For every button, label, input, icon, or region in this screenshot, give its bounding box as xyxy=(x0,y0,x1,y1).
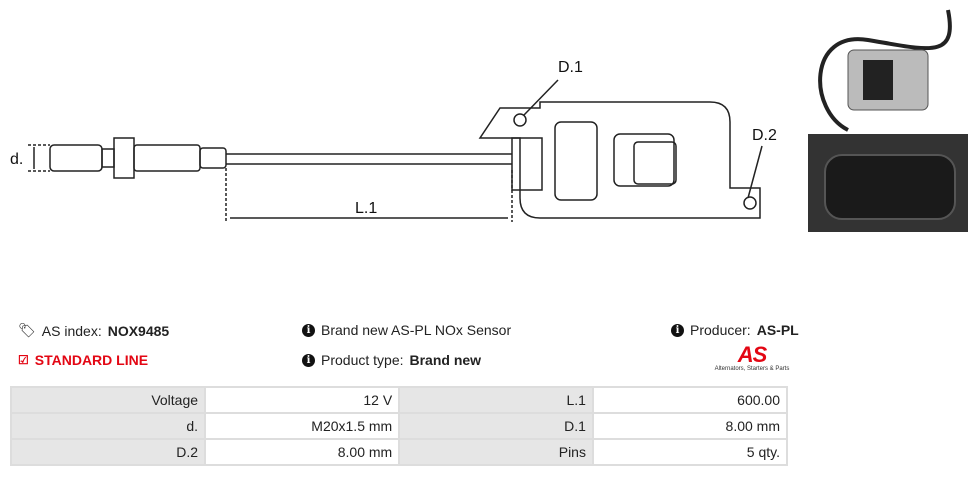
producer-value: AS-PL xyxy=(756,322,799,338)
logo-tagline: Alternators, Starters & Parts xyxy=(714,366,790,372)
spec-label: D.2 xyxy=(9,438,207,466)
spec-value: 5 qty. xyxy=(591,438,789,466)
sensor-diagram: d. L.1 D.1 D.2 xyxy=(10,59,777,222)
info-icon: i xyxy=(671,323,684,337)
product-type-value: Brand new xyxy=(409,352,482,368)
spec-value: 8.00 mm xyxy=(204,438,401,466)
info-icon: i xyxy=(302,353,315,367)
spec-label: d. xyxy=(9,412,207,440)
standard-line-badge: ☑ STANDARD LINE xyxy=(18,352,148,368)
checkbox-icon: ☑ xyxy=(18,353,29,367)
spec-value: 8.00 mm xyxy=(591,412,789,440)
spec-label: L.1 xyxy=(398,386,594,414)
as-index-value: NOX9485 xyxy=(107,322,170,339)
as-index: 🏷 AS index: NOX9485 xyxy=(18,322,169,339)
spec-label: Voltage xyxy=(9,386,207,414)
spec-value: M20x1.5 mm xyxy=(204,412,401,440)
info-icon: i xyxy=(302,323,315,337)
spec-value: 600.00 xyxy=(591,386,789,414)
description-text: Brand new AS-PL NOx Sensor xyxy=(321,322,512,338)
l1-label: L.1 xyxy=(355,200,377,217)
logo-mark: AS xyxy=(737,342,768,367)
product-type-label: Product type: xyxy=(321,352,404,368)
spec-value: 12 V xyxy=(204,386,401,414)
as-pl-logo: AS Alternators, Starters & Parts xyxy=(712,342,792,373)
spec-label: Pins xyxy=(398,438,594,466)
tag-icon: 🏷 xyxy=(18,322,36,338)
spec-label: D.1 xyxy=(398,412,594,440)
standard-line-label: STANDARD LINE xyxy=(34,352,149,368)
description: i Brand new AS-PL NOx Sensor xyxy=(302,322,511,338)
product-photo xyxy=(808,0,968,132)
connector-photo xyxy=(808,134,968,232)
producer-label: Producer: xyxy=(690,322,751,338)
product-type: i Product type: Brand new xyxy=(302,352,481,368)
d2-label: D.2 xyxy=(752,127,777,144)
d-label: d. xyxy=(10,151,23,168)
as-index-label: AS index: xyxy=(41,322,102,339)
d1-label: D.1 xyxy=(558,59,583,76)
producer: i Producer: AS-PL xyxy=(671,322,799,338)
